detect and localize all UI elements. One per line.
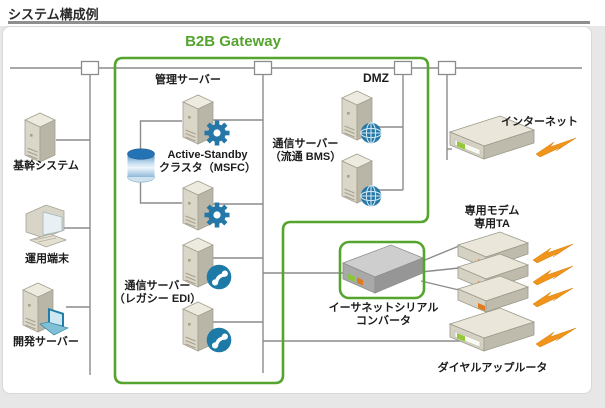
globe-icon <box>360 122 382 144</box>
lightning-bolt-icon <box>532 243 574 264</box>
label-comm-server-legacy: 通信サーバー （レガシー EDI） <box>113 280 202 305</box>
label-ops-terminal: 運用端末 <box>25 253 69 265</box>
label-core-system: 基幹システム <box>13 160 79 172</box>
lightning-bolt-icon <box>532 265 574 286</box>
dev-server-icon <box>22 282 69 336</box>
label-comm-server-bms: 通信サーバー （流通 BMS） <box>269 138 342 163</box>
laptop-icon <box>39 308 69 336</box>
b2b-gateway-label: B2B Gateway <box>185 33 281 50</box>
lightning-bolt-icon <box>535 137 577 158</box>
label-dev-server: 開発サーバー <box>13 336 79 348</box>
bus-connectors <box>80 60 457 76</box>
core-system-server-icon <box>24 112 56 163</box>
label-ethernet-serial-converter: イーサネットシリアル コンバータ <box>328 302 439 327</box>
dmz-label: DMZ <box>363 71 389 85</box>
dialup-router-icon <box>449 307 535 352</box>
mgmt-server-1-icon <box>182 94 214 145</box>
phone-icon <box>206 327 232 353</box>
database-cylinder-icon <box>127 148 155 183</box>
gear-icon <box>204 202 230 228</box>
converter-outline <box>338 240 426 300</box>
lightning-bolt-icon <box>535 327 577 348</box>
label-cluster: Active-Standby クラスタ（MSFC） <box>159 149 256 174</box>
globe-icon <box>360 185 382 207</box>
label-dialup-router: ダイヤルアップルータ <box>437 362 548 374</box>
b2b-gateway-outline <box>113 56 430 385</box>
gear-icon <box>204 120 230 146</box>
title-divider <box>8 21 590 24</box>
label-mgmt-server: 管理サーバー <box>155 74 221 86</box>
lightning-bolt-icon <box>532 287 574 308</box>
label-internet: インターネット <box>501 116 578 128</box>
ops-terminal-computer-icon <box>25 204 68 248</box>
label-dedicated-modem-ta: 専用モデム 専用TA <box>464 205 520 230</box>
ethernet-serial-converter-icon <box>342 244 424 294</box>
page-title: システム構成例 <box>8 7 99 22</box>
